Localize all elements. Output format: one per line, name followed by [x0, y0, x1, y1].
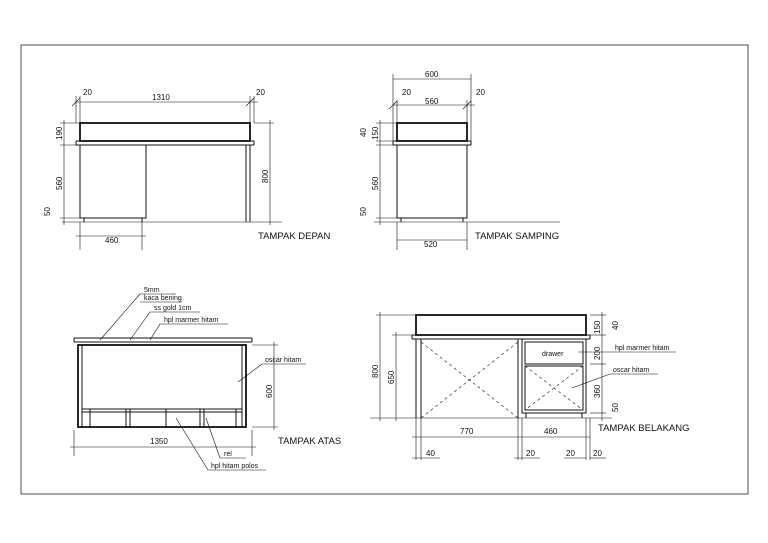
back-dim-top-a: 40	[611, 321, 620, 330]
front-dim-body: 560	[55, 176, 64, 190]
back-dim-cabinet: 460	[544, 427, 558, 436]
back-dim-gap-b: 20	[566, 449, 575, 458]
note-gold: ss gold 1cm	[154, 305, 192, 312]
side-dim-top-a: 40	[359, 128, 368, 137]
top-view-title: TAMPAK ATAS	[278, 436, 341, 447]
side-dim-leg: 50	[359, 207, 368, 216]
side-view-title: TAMPAK SAMPING	[475, 231, 559, 242]
drawer-label: drawer	[542, 351, 564, 358]
top-view: 5mm kaca bening ss gold 1cm hpl marmer h…	[70, 287, 341, 471]
side-dim-overall: 600	[425, 70, 439, 79]
back-view: drawer hpl marmer hitam oscar hitam 800 …	[370, 312, 690, 460]
front-view-title: TAMPAK DEPAN	[258, 231, 330, 242]
back-dim-height: 800	[371, 364, 380, 378]
front-dim-left-margin: 20	[83, 88, 92, 97]
back-dim-drawer: 200	[593, 346, 602, 360]
side-dim-top-b: 150	[371, 126, 380, 140]
back-dim-body: 650	[387, 370, 396, 384]
drawing-frame	[20, 44, 749, 495]
back-dim-open: 770	[460, 427, 474, 436]
back-dim-gap-c: 20	[593, 449, 602, 458]
front-dim-right-margin: 20	[256, 88, 265, 97]
note-oscar-back: oscar hitam	[613, 367, 649, 374]
back-dim-gap-a: 20	[526, 449, 535, 458]
front-dim-top: 190	[55, 126, 64, 140]
side-view: 600 20 560 20 40 150 560 50 520 TAMPAK S…	[359, 70, 560, 250]
note-hpl-marble-back: hpl marmer hitam	[615, 345, 670, 352]
front-dim-width: 1310	[152, 93, 170, 102]
back-dim-leg-left: 40	[426, 449, 435, 458]
front-dim-cabinet: 460	[105, 236, 119, 245]
back-dim-leg: 50	[611, 403, 620, 412]
back-view-title: TAMPAK BELAKANG	[598, 423, 690, 434]
front-dim-height: 800	[261, 169, 270, 183]
side-dim-right-margin: 20	[476, 88, 485, 97]
side-dim-left-margin: 20	[402, 88, 411, 97]
note-hpl-plain: hpl hitam polos	[211, 463, 259, 470]
back-dim-lower: 360	[593, 384, 602, 398]
front-view: 20 1310 20 190 560 50 800 460 TAMPAK DEP…	[43, 88, 330, 250]
note-oscar-top: oscar hitam	[265, 357, 301, 364]
note-rail: rel	[224, 451, 232, 458]
front-dim-leg: 50	[43, 207, 52, 216]
side-dim-inner: 560	[425, 97, 439, 106]
top-dim-depth: 600	[265, 384, 274, 398]
note-hpl-marble-top: hpl marmer hitam	[164, 317, 219, 324]
note-glass-thickness: 5mm	[144, 287, 160, 294]
note-glass: kaca bening	[144, 295, 182, 302]
side-dim-bottom: 520	[424, 240, 438, 249]
top-dim-width: 1350	[150, 437, 168, 446]
back-dim-top-b: 150	[593, 320, 602, 334]
side-dim-body: 560	[371, 176, 380, 190]
